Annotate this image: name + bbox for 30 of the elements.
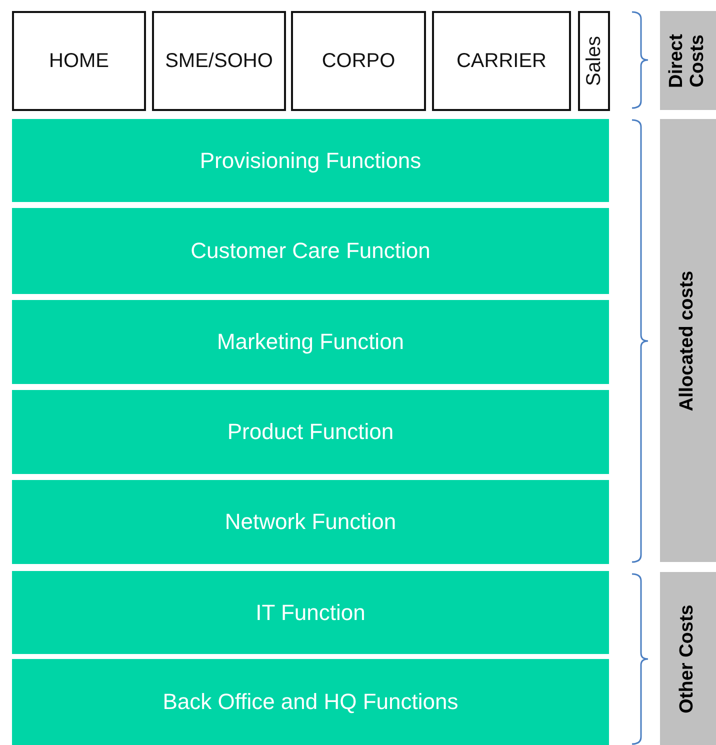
function-bar: [12, 119, 609, 202]
box-label: Marketing Function: [216, 329, 404, 355]
cost-category-band: [660, 119, 716, 562]
function-bar: [12, 480, 609, 564]
box-label: Back Office and HQ Functions: [162, 689, 458, 715]
segment-box: [578, 11, 610, 111]
cost-category-band: [660, 11, 716, 110]
box-label: Allocated costs: [678, 269, 698, 413]
box-label: Network Function: [224, 509, 396, 535]
box-label: Product Function: [227, 419, 394, 445]
box-label: CARRIER: [456, 50, 546, 72]
function-bar: [12, 390, 609, 474]
cost-category-band: [660, 572, 716, 745]
box-label: CORPO: [322, 50, 396, 72]
box-label: IT Function: [256, 600, 366, 626]
function-bar: [12, 659, 609, 745]
segment-box: [152, 11, 286, 111]
box-label: Customer Care Function: [190, 238, 430, 264]
box-label: Sales: [583, 34, 605, 88]
segment-box: [291, 11, 426, 111]
segment-box: [12, 11, 146, 111]
function-bar: [12, 571, 609, 654]
segment-box: [432, 11, 571, 111]
function-bar: [12, 300, 609, 384]
box-label: Direct Costs: [667, 32, 709, 90]
box-label: SME/SOHO: [165, 50, 273, 72]
function-bar: [12, 208, 609, 294]
box-label: HOME: [49, 50, 109, 72]
box-label: Provisioning Functions: [200, 148, 422, 174]
box-label: Other Costs: [678, 603, 698, 715]
